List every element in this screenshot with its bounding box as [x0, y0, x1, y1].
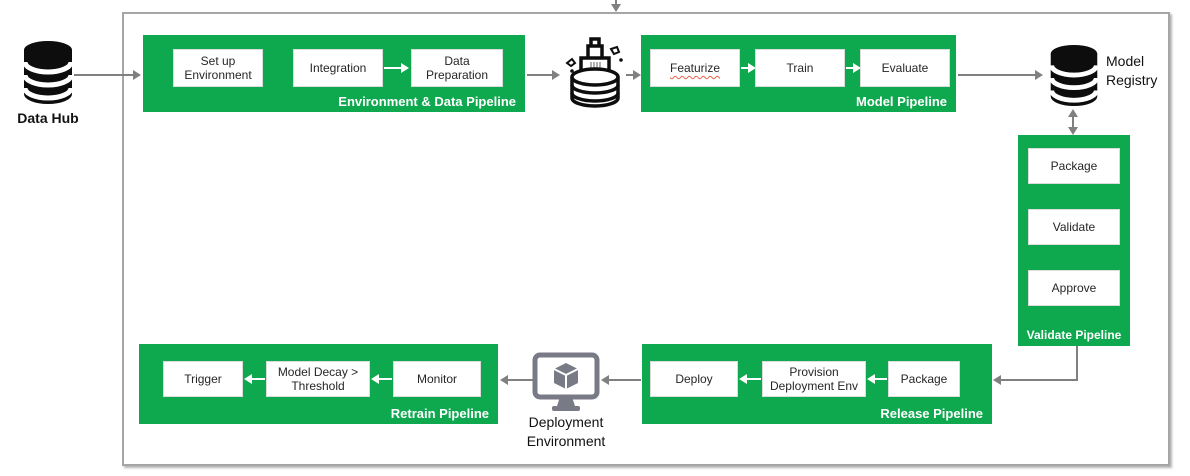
arrowhead-validate-to-release — [993, 375, 1001, 385]
pipeline-model-title: Model Pipeline — [855, 94, 947, 109]
arrow-provision-to-deploy — [746, 378, 761, 380]
database-icon — [1048, 44, 1100, 113]
step-integration: Integration — [293, 49, 383, 87]
arrowhead-train-to-evaluate — [853, 63, 861, 73]
arrowhead-env-pipeline-to-compactor — [552, 70, 560, 80]
arrow-integration-to-data-preparation — [384, 67, 401, 69]
arrowhead-release-to-deployment-env — [601, 375, 609, 385]
arrowhead-provision-to-deploy — [739, 374, 747, 384]
step-trigger: Trigger — [163, 361, 243, 397]
step-set-up-environment: Set up Environment — [173, 49, 263, 87]
arrow-featurize-to-train — [741, 67, 749, 69]
arrowhead-data-hub-to-env-pipeline — [133, 70, 141, 80]
arrow-train-to-evaluate — [846, 67, 854, 69]
step-model-decay-threshold: Model Decay > Threshold — [266, 361, 370, 397]
step-validate: Validate — [1028, 209, 1120, 245]
arrowhead-featurize-to-train — [748, 63, 756, 73]
step-featurize-label: Featurize — [669, 61, 721, 75]
arrow-validate-to-release-horizontal — [1001, 379, 1078, 381]
arrowhead-model-decay-to-trigger — [244, 374, 252, 384]
step-provision-deployment-env: Provision Deployment Env — [762, 361, 866, 397]
pipeline-environment-data-title: Environment & Data Pipeline — [338, 94, 516, 109]
arrowhead-monitor-to-model-decay — [371, 374, 379, 384]
step-data-preparation: Data Preparation — [411, 49, 503, 87]
arrow-model-decay-to-trigger — [251, 378, 265, 380]
pipeline-validate-title: Validate Pipeline — [1026, 328, 1122, 342]
step-evaluate: Evaluate — [860, 49, 950, 87]
step-package-validate: Package — [1028, 148, 1120, 184]
arrowhead-package-to-provision — [867, 374, 875, 384]
arrow-registry-validate-bidirectional — [1072, 116, 1074, 128]
arrow-release-to-deployment-env — [609, 379, 641, 381]
arrowhead-down-validate — [1068, 127, 1078, 135]
arrow-model-pipeline-to-registry — [958, 74, 1036, 76]
arrowhead-compactor-to-model-pipeline — [633, 70, 641, 80]
arrow-compactor-to-model-pipeline — [626, 74, 634, 76]
arrow-monitor-to-model-decay — [378, 378, 392, 380]
database-icon — [22, 40, 74, 111]
arrow-top-entry — [615, 0, 617, 5]
arrow-deployment-env-to-retrain — [508, 379, 533, 381]
arrowhead-top-entry — [611, 4, 621, 12]
arrowhead-up-registry — [1068, 109, 1078, 117]
arrowhead-deployment-env-to-retrain — [500, 375, 508, 385]
arrow-env-pipeline-to-compactor — [527, 74, 552, 76]
step-train: Train — [755, 49, 845, 87]
model-registry-label: Model Registry — [1106, 53, 1158, 88]
step-package-release: Package — [888, 361, 960, 397]
arrowhead-integration-to-data-preparation — [401, 63, 409, 73]
arrow-data-hub-to-env-pipeline — [74, 74, 133, 76]
data-compactor-icon — [564, 36, 626, 115]
step-deploy: Deploy — [650, 361, 738, 397]
arrowhead-model-pipeline-to-registry — [1035, 70, 1043, 80]
data-hub-label: Data Hub — [17, 110, 79, 126]
arrow-package-to-provision — [874, 378, 887, 380]
step-featurize: Featurize — [650, 49, 740, 87]
step-monitor: Monitor — [393, 361, 481, 397]
arrow-validate-to-release-vertical — [1076, 346, 1078, 380]
pipeline-retrain-title: Retrain Pipeline — [390, 406, 489, 421]
deployment-environment-label: Deployment Environment — [526, 414, 606, 449]
step-approve: Approve — [1028, 270, 1120, 306]
pipeline-release-title: Release Pipeline — [880, 406, 983, 421]
monitor-cube-icon — [532, 352, 600, 419]
